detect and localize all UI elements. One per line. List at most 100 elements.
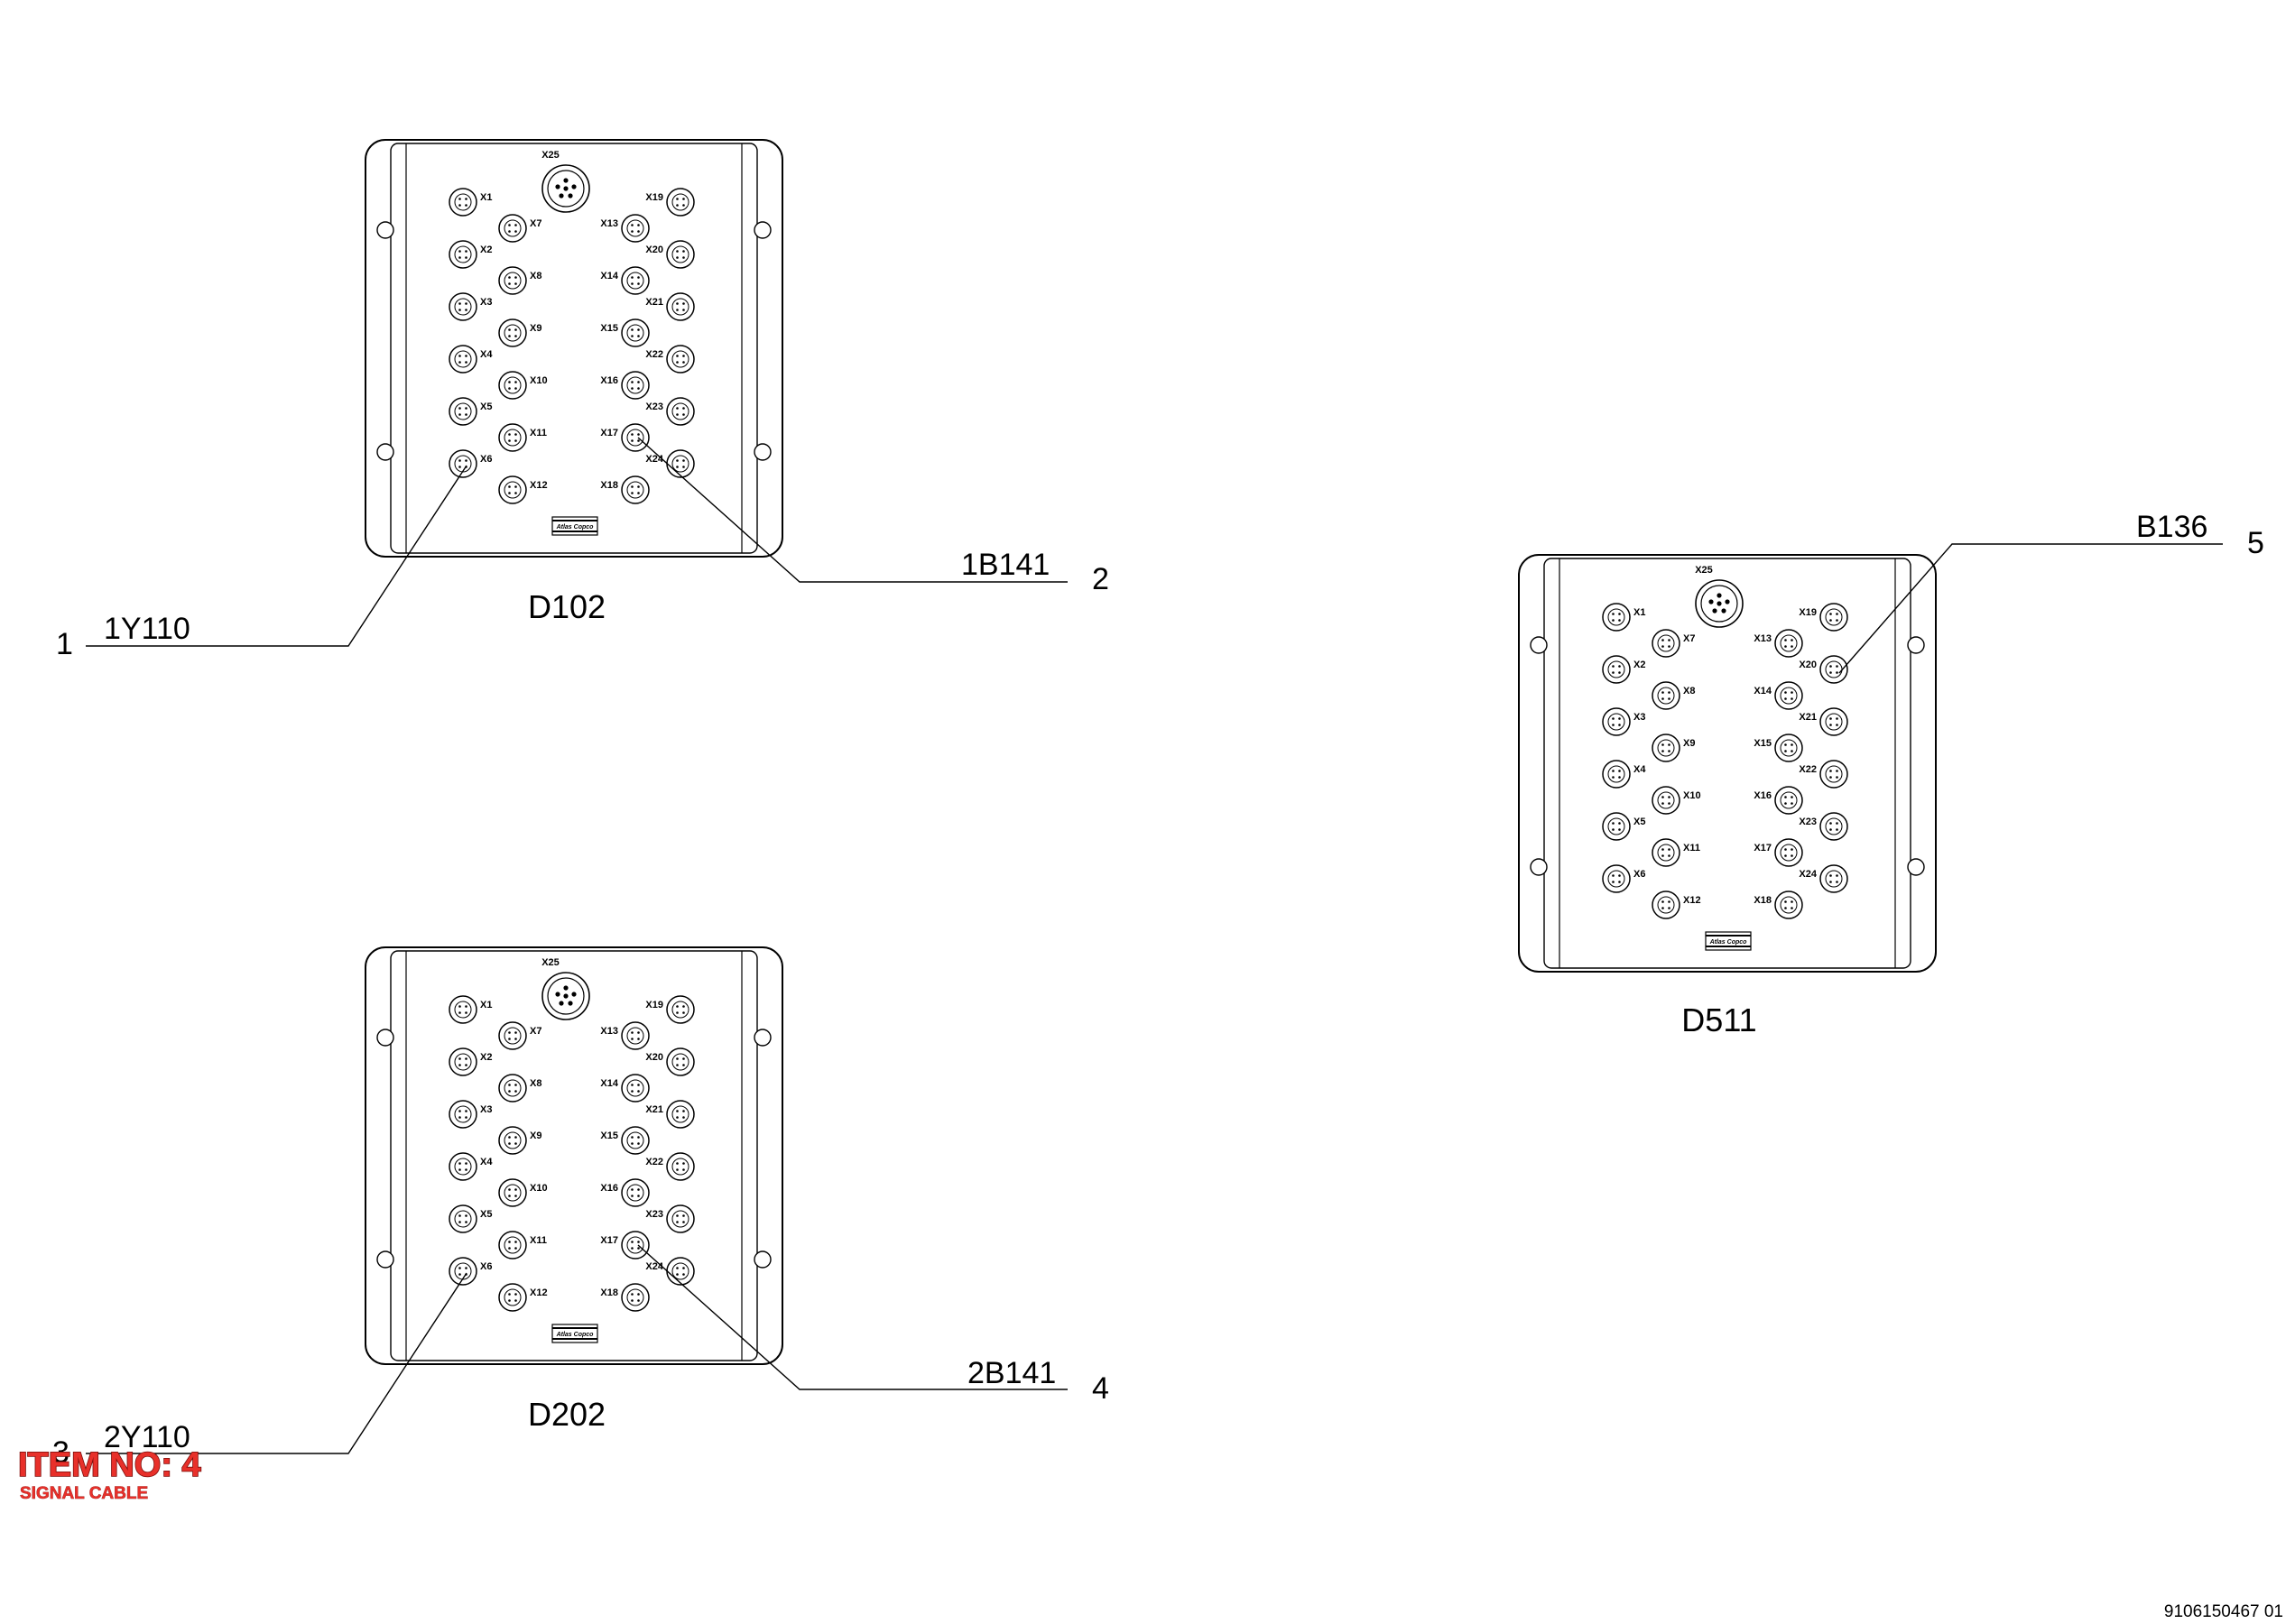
port-pin (637, 224, 640, 226)
port-outer-ring (1652, 734, 1680, 762)
port-pin (682, 407, 685, 410)
mounting-hole (754, 1029, 772, 1047)
port-pin (682, 256, 685, 259)
port-inner-ring (671, 1210, 689, 1228)
port-pin (508, 1188, 511, 1191)
port-outer-ring (498, 423, 527, 452)
port-x21: X21 (1799, 707, 1848, 736)
port-pin (1612, 724, 1615, 726)
mounting-hole (754, 221, 772, 239)
port-outer-ring (666, 345, 695, 374)
port-pin (637, 381, 640, 383)
port-x5: X5 (449, 397, 492, 426)
port-x7: X7 (498, 1021, 541, 1050)
port-pin (508, 1195, 511, 1197)
port-pin (514, 1038, 517, 1040)
port-pin (1836, 822, 1838, 825)
port-pin (637, 433, 640, 436)
port-inner-ring (671, 1001, 689, 1019)
port-outer-ring (1652, 890, 1680, 919)
port-pin (508, 1299, 511, 1302)
port-pin (676, 466, 679, 468)
port-x17: X17 (1754, 838, 1803, 867)
port-pin (1612, 874, 1615, 877)
port-inner-ring (1657, 791, 1675, 809)
port-x16: X16 (1754, 786, 1803, 815)
port-x3: X3 (449, 1100, 492, 1129)
port-outer-ring (666, 995, 695, 1024)
port-outer-ring (449, 292, 477, 321)
port-pin (514, 433, 517, 436)
port-pin (676, 1110, 679, 1112)
port-pin (1836, 874, 1838, 877)
port-outer-ring (1652, 838, 1680, 867)
item-number-stamp: ITEM NO: 4 (18, 1446, 201, 1484)
port-outer-ring (449, 397, 477, 426)
port-pin (508, 276, 511, 279)
port-pin (465, 1110, 467, 1112)
port-pin (1661, 900, 1664, 903)
port-pin (465, 204, 467, 207)
port-pin (1829, 613, 1832, 615)
port-x16: X16 (600, 1178, 650, 1207)
mounting-hole (376, 443, 394, 461)
port-inner-ring (454, 1001, 472, 1019)
port-pin (458, 355, 461, 357)
port-label: X11 (530, 428, 547, 438)
port-pin (1784, 743, 1787, 746)
port-outer-ring (498, 1283, 527, 1312)
port-outer-ring (1819, 707, 1848, 736)
port-x15: X15 (600, 1126, 650, 1155)
mounting-hole (1907, 636, 1925, 654)
port-pin (1618, 613, 1621, 615)
port-outer-ring (621, 1178, 650, 1207)
port-inner-ring (626, 219, 644, 237)
port-x18: X18 (600, 475, 650, 504)
port-pin (1836, 665, 1838, 668)
connector-pin (559, 1001, 564, 1006)
port-x11: X11 (1652, 838, 1700, 867)
port-x5: X5 (449, 1204, 492, 1233)
port-pin (465, 1116, 467, 1119)
port-pin (508, 282, 511, 285)
port-x8: X8 (1652, 681, 1695, 710)
port-label: X10 (1683, 790, 1701, 801)
port-x6: X6 (449, 449, 492, 478)
port-inner-ring (671, 1262, 689, 1280)
port-x9: X9 (498, 1126, 541, 1155)
port-x12: X12 (498, 475, 548, 504)
port-pin (1791, 848, 1793, 851)
port-pin (637, 1084, 640, 1086)
port-outer-ring (498, 371, 527, 400)
port-label: X8 (530, 271, 541, 281)
port-pin (631, 282, 634, 285)
port-inner-ring (1825, 713, 1843, 731)
port-pin (1618, 717, 1621, 720)
port-pin (676, 1273, 679, 1276)
port-inner-ring (504, 1027, 522, 1045)
port-x16: X16 (600, 371, 650, 400)
port-inner-ring (626, 1027, 644, 1045)
port-pin (1791, 907, 1793, 909)
port-x14: X14 (1754, 681, 1803, 710)
port-label: X12 (530, 1287, 548, 1298)
port-pin (514, 1090, 517, 1093)
port-pin (676, 1267, 679, 1269)
port-pin (1612, 665, 1615, 668)
port-pin (682, 1267, 685, 1269)
port-inner-ring (1780, 844, 1798, 862)
port-pin (1836, 881, 1838, 883)
port-label: X16 (600, 375, 618, 386)
port-inner-ring (1607, 713, 1625, 731)
port-label: X10 (530, 375, 548, 386)
port-pin (508, 1084, 511, 1086)
port-inner-ring (1607, 608, 1625, 626)
port-label: X1 (1633, 607, 1645, 618)
port-label: X1 (480, 192, 492, 203)
port-pin (1661, 854, 1664, 857)
port-pin (514, 276, 517, 279)
mounting-hole (754, 443, 772, 461)
port-pin (1836, 619, 1838, 622)
